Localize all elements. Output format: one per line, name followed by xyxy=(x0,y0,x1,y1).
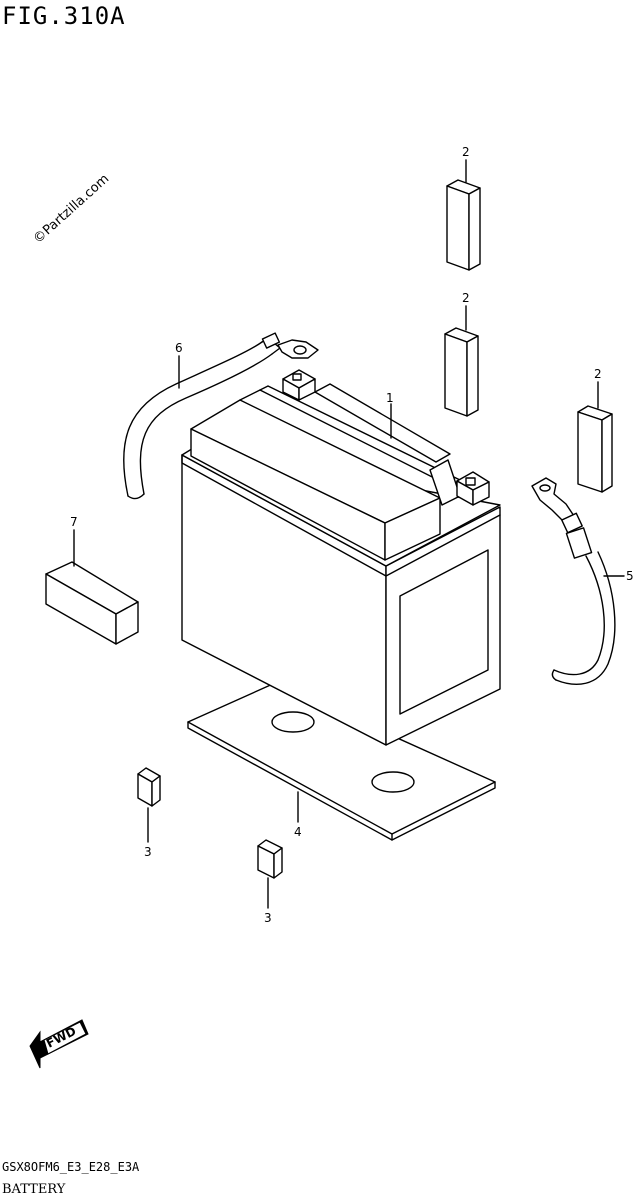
battery[interactable] xyxy=(181,369,501,746)
section-name: BATTERY xyxy=(2,1182,66,1197)
callout-2-middle: 2 xyxy=(462,291,470,305)
model-code: GSX8OFM6_E3_E28_E3A xyxy=(2,1160,140,1174)
pad-top[interactable] xyxy=(446,159,481,271)
cushion-center[interactable] xyxy=(257,839,283,879)
battery-plate[interactable] xyxy=(187,682,496,841)
figure-title: FIG.310A xyxy=(2,2,126,30)
spacer[interactable] xyxy=(45,561,139,645)
cushion-left[interactable] xyxy=(137,767,161,807)
callout-5: 5 xyxy=(626,569,634,583)
callout-2-right: 2 xyxy=(594,367,602,381)
minus-cable[interactable] xyxy=(122,332,319,500)
callout-7: 7 xyxy=(70,515,78,529)
callout-6: 6 xyxy=(175,341,183,355)
callout-4: 4 xyxy=(294,825,302,839)
pad-right[interactable] xyxy=(577,381,613,493)
callout-3-center: 3 xyxy=(264,911,272,925)
fwd-arrow-icon: FWD xyxy=(29,1019,89,1069)
plus-cable[interactable] xyxy=(531,477,616,685)
watermark-text: ©Partzilla.com xyxy=(31,171,113,247)
pad-middle[interactable] xyxy=(444,305,479,417)
callout-3-left: 3 xyxy=(144,845,152,859)
callout-1: 1 xyxy=(386,391,394,405)
callout-2-top: 2 xyxy=(462,145,470,159)
